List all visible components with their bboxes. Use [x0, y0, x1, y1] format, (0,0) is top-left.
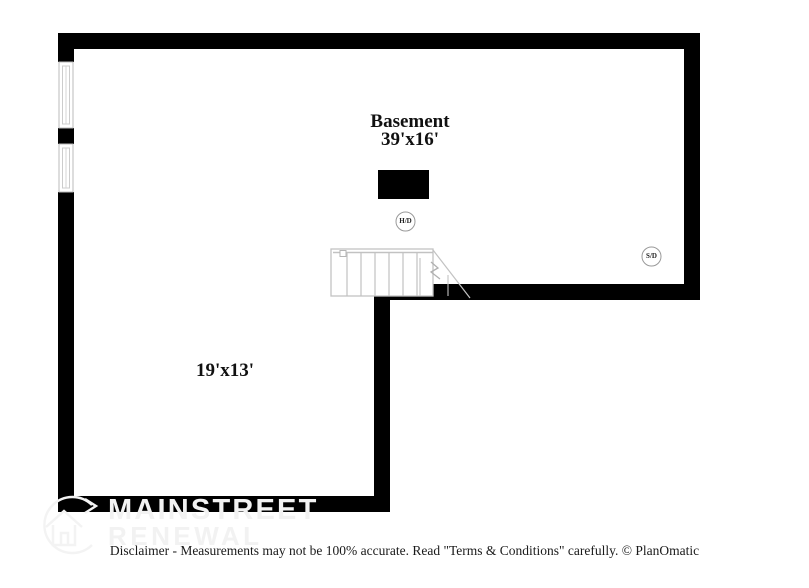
window-lower-left: [58, 143, 74, 193]
hd-symbol-label: H/D: [399, 217, 412, 225]
fixture-block: [378, 170, 429, 199]
window-upper-left: [58, 61, 74, 129]
room-label-basement-dimensions: 39'x16': [380, 129, 440, 150]
wall-left-upper: [58, 33, 74, 62]
room-label-basement-name: Basement: [370, 111, 450, 132]
wall-right: [684, 33, 700, 300]
wall-bottom: [58, 496, 390, 512]
disclaimer-text: Disclaimer - Measurements may not be 100…: [109, 543, 700, 558]
sd-symbol-label: S/D: [646, 252, 657, 260]
staircase: [330, 248, 471, 299]
wall-middle-horizontal: [374, 284, 700, 300]
sd-symbol: [641, 246, 662, 267]
hd-symbol: [395, 211, 416, 232]
wall-left-middle: [58, 128, 74, 144]
wall-lower-right: [374, 284, 390, 512]
wall-top: [58, 33, 700, 49]
wall-left-lower: [58, 192, 74, 512]
room-label-lower-dimensions: 19'x13': [195, 360, 255, 381]
